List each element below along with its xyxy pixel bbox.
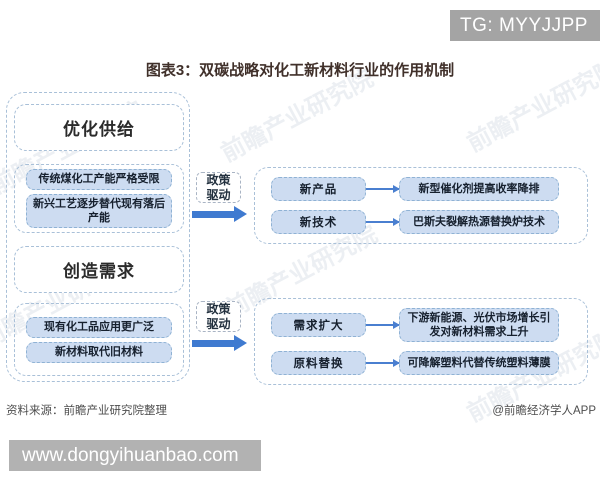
effect-desc: 新型催化剂提高收率降排 [399,177,559,201]
effect-tag: 需求扩大 [271,313,366,337]
effect-row: 原料替换 可降解塑料代替传统塑料薄膜 [271,351,559,376]
demand-heading: 创造需求 [14,246,184,293]
data-source-note: 资料来源：前瞻产业研究院整理 [6,405,167,417]
effect-row: 新产品 新型催化剂提高收率降排 [271,177,559,201]
demand-item: 新材料取代旧材料 [26,341,172,363]
flow-arrow-icon [366,184,400,193]
policy-drive-arrow-icon [192,206,247,222]
app-credit: @前瞻经济学人APP [492,405,596,417]
effect-tag: 新产品 [271,177,366,201]
flow-arrow-icon [366,320,400,329]
effect-desc: 可降解塑料代替传统塑料薄膜 [399,351,559,376]
supply-item: 新兴工艺逐步替代现有落后产能 [26,194,172,228]
policy-drive-arrow-icon [192,335,247,351]
effect-tag: 新技术 [271,210,366,234]
effect-row: 需求扩大 下游新能源、光伏市场增长引发对新材料需求上升 [271,307,559,343]
driver-panel: 优化供给 传统煤化工产能严格受限 新兴工艺逐步替代现有落后产能 创造需求 现有化… [6,92,190,382]
chart-title: 图表3：双碳战略对化工新材料行业的作用机制 [145,62,455,79]
supply-effects-group: 新产品 新型催化剂提高收率降排 新技术 巴斯夫裂解热源替换炉技术 [254,167,588,244]
policy-drive-label: 政策驱动 [196,172,241,203]
effect-desc: 巴斯夫裂解热源替换炉技术 [399,210,559,234]
policy-connector-bottom: 政策驱动 [190,301,248,351]
policy-connector-top: 政策驱动 [190,172,248,222]
flow-arrow-icon [366,358,400,367]
effect-desc: 下游新能源、光伏市场增长引发对新材料需求上升 [399,307,559,343]
demand-effects-group: 需求扩大 下游新能源、光伏市场增长引发对新材料需求上升 原料替换 可降解塑料代替… [254,298,588,385]
supply-item: 传统煤化工产能严格受限 [26,169,172,190]
site-watermark-badge: www.dongyihuanbao.com [9,440,261,471]
flow-arrow-icon [366,217,400,226]
tg-contact-badge: TG: MYYJJPP [450,10,600,41]
supply-items-group: 传统煤化工产能严格受限 新兴工艺逐步替代现有落后产能 [14,164,184,233]
demand-item: 现有化工品应用更广泛 [26,316,172,338]
policy-drive-label: 政策驱动 [196,301,241,332]
effect-tag: 原料替换 [271,351,366,376]
demand-items-group: 现有化工品应用更广泛 新材料取代旧材料 [14,303,184,376]
effect-row: 新技术 巴斯夫裂解热源替换炉技术 [271,210,559,234]
supply-heading: 优化供给 [14,104,184,151]
